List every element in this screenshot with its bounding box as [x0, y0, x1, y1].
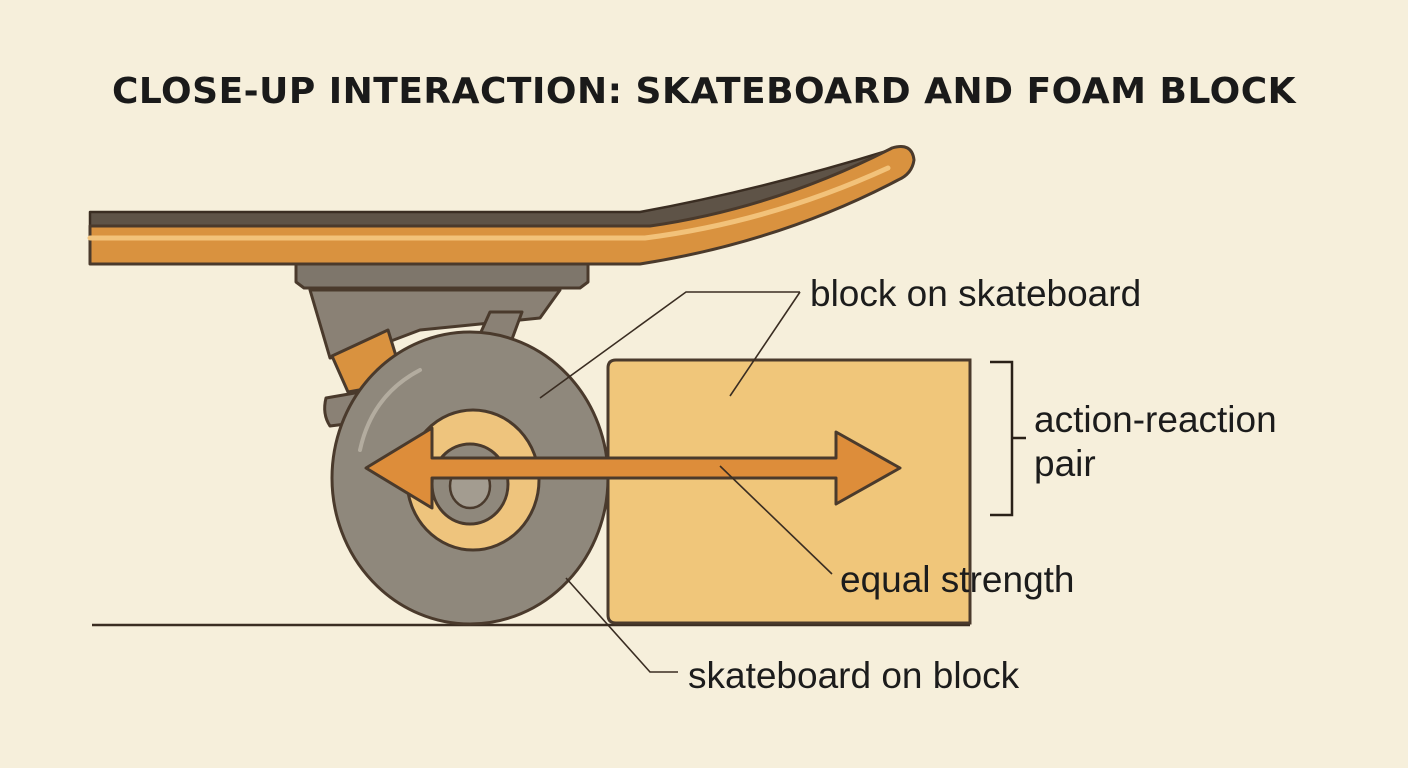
- double-headed-force-arrow-icon: [364, 426, 902, 510]
- label-block-on-skateboard: block on skateboard: [810, 273, 1141, 314]
- foam-block-icon: [606, 358, 972, 625]
- leader-block-on-skateboard: [539, 291, 801, 399]
- skateboard-deck-icon: [87, 145, 916, 266]
- label-action-reaction-line2: pair: [1034, 443, 1096, 484]
- leader-skateboard-on-block: [565, 577, 678, 673]
- leader-equal-strength: [719, 465, 833, 575]
- label-skateboard-on-block: skateboard on block: [688, 655, 1020, 696]
- right-bracket-icon: [990, 360, 1026, 517]
- label-equal-strength: equal strength: [840, 559, 1075, 600]
- page-title: CLOSE-UP INTERACTION: SKATEBOARD AND FOA…: [112, 71, 1297, 112]
- label-action-reaction-line1: action-reaction: [1034, 399, 1277, 440]
